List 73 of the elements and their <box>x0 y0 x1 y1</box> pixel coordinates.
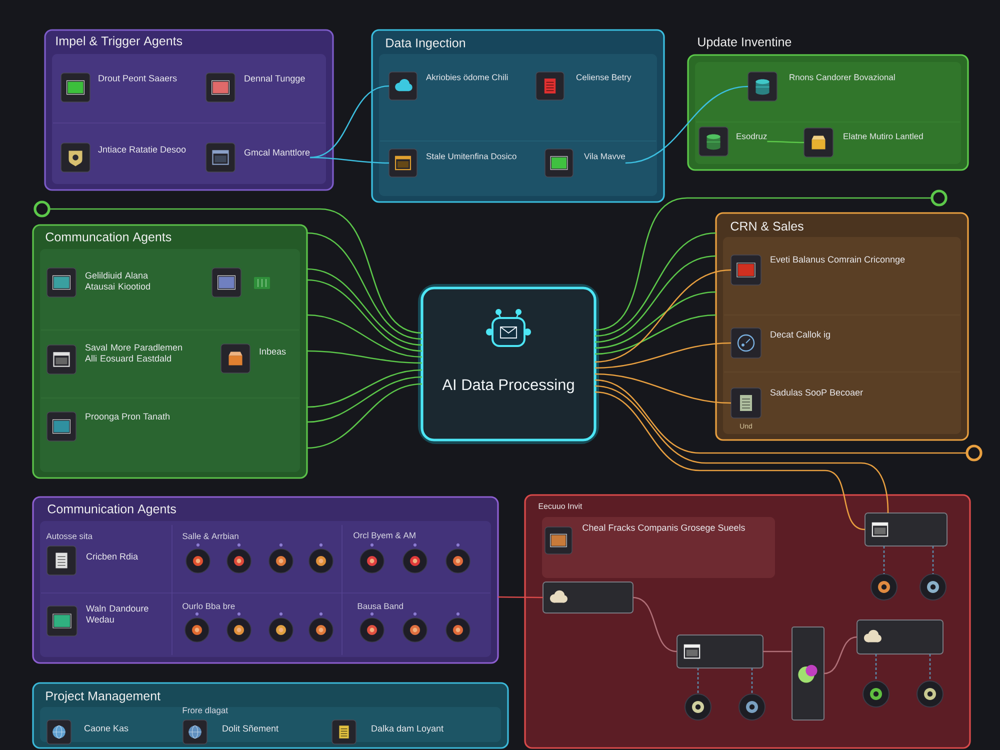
connector <box>594 379 967 454</box>
processing-box: AI Data Processing <box>418 284 599 444</box>
connector <box>751 668 753 694</box>
connector <box>697 668 699 694</box>
item-title: Drout Peont Saaers <box>98 75 177 82</box>
item-title: Dolit Sñement <box>222 725 278 732</box>
connector <box>929 654 931 681</box>
connector <box>498 596 544 598</box>
section-heading: Salle & Arrbian <box>182 532 238 540</box>
item-title: Inbeas <box>260 348 286 355</box>
connector <box>594 269 732 363</box>
connector <box>824 636 858 674</box>
ring <box>966 444 982 462</box>
connector <box>594 385 889 514</box>
connector <box>306 350 422 364</box>
item-title: Decat Callok ig <box>770 331 830 340</box>
connector <box>594 373 732 404</box>
connector <box>594 197 932 331</box>
connector <box>594 291 716 349</box>
connector <box>625 86 748 164</box>
item-title: Elatne Mutiro Lantled <box>844 133 923 140</box>
connector <box>767 140 804 144</box>
section-heading: Bausa Band <box>358 602 403 610</box>
connector <box>875 654 877 681</box>
connector <box>883 546 885 574</box>
ring <box>34 200 50 218</box>
item-title: Vila Mavve <box>584 153 626 160</box>
connector <box>632 596 678 652</box>
node-label: Update Inventine <box>698 37 792 49</box>
connector <box>306 369 422 408</box>
item-title: Proonga Pron Tanath <box>86 413 170 422</box>
orb <box>738 694 766 720</box>
connector <box>306 268 422 346</box>
item-title: Akriobies ödome Chili <box>426 74 508 80</box>
ring <box>930 190 948 206</box>
item-title: Dalka dam Loyant <box>372 725 444 734</box>
orb <box>916 680 944 708</box>
connector <box>594 255 716 343</box>
connector <box>763 650 792 652</box>
item-title: Dennal Tungge <box>244 75 305 84</box>
item-title: Gmcal Manttlore <box>244 149 310 156</box>
connector <box>594 342 732 369</box>
orb <box>862 680 890 708</box>
connector <box>594 232 716 337</box>
item-title: Gelildiuid Alana Atausai Kiootiod <box>85 272 150 290</box>
connector <box>594 391 866 530</box>
connector <box>306 279 422 352</box>
item-title: Cricben Rdia <box>86 553 138 560</box>
item-title: Esodruz <box>736 133 767 140</box>
item-title: Saval More Paradlemen Alli Eosuard Eastdald <box>85 344 182 362</box>
orb <box>920 574 946 600</box>
section-heading: Orcl Byem & AM <box>354 532 416 540</box>
connector <box>306 314 422 358</box>
connector <box>306 376 422 423</box>
item-title: Stale Umitenfina Dosico <box>426 153 516 160</box>
connector <box>49 208 422 334</box>
card: Cheal Fracks Companis Grosege Sueels <box>542 517 775 578</box>
orb <box>870 574 898 600</box>
item-title: Rnons Candorer Bovazional <box>790 74 895 80</box>
connector <box>310 156 390 164</box>
connector <box>306 383 422 449</box>
section-heading: Ourlo Bba bre <box>182 602 235 610</box>
item-title: Celiense Betry <box>576 74 632 82</box>
connector <box>594 314 716 355</box>
item-title: Waln Dandoure Wedau <box>86 605 148 623</box>
item-title: Eveti Balanus Comrain Criconnge <box>770 256 905 264</box>
connector <box>310 85 390 158</box>
item-title: Jntiace Ratatie Desoo <box>98 146 186 153</box>
item-title: Sadulas SooP Becoaer <box>770 389 863 396</box>
connector <box>932 546 934 574</box>
orb <box>684 694 712 720</box>
item-title: Caone Kas <box>84 725 128 732</box>
connector <box>306 232 422 340</box>
